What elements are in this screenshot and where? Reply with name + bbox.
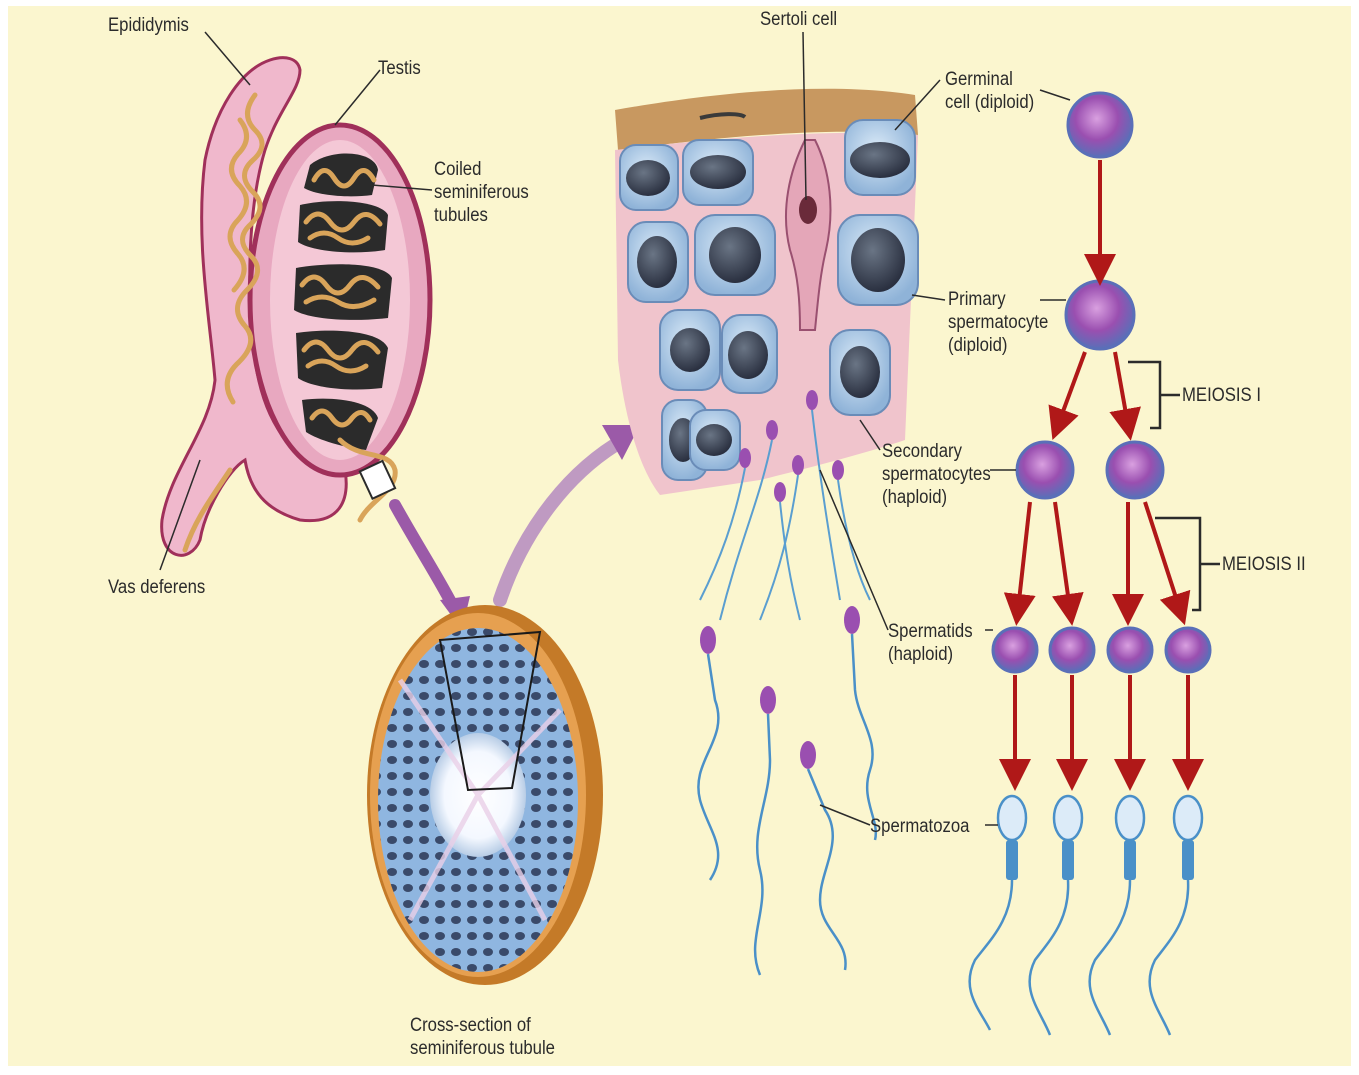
secondary-spermatocyte-2 — [1107, 442, 1163, 498]
secondary-spermatocytes-line-1: Secondary — [882, 440, 991, 463]
spermatid-2 — [1050, 628, 1094, 672]
coiled-tubules-line-1: Coiled — [434, 158, 529, 181]
label-sertoli-cell: Sertoli cell — [760, 8, 837, 31]
secondary-spermatocytes-line-2: spermatocytes — [882, 463, 991, 486]
secondary-spermatocytes-line-3: (haploid) — [882, 486, 991, 509]
coiled-tubules-line-2: seminiferous — [434, 181, 529, 204]
epididymis-text: Epididymis — [108, 14, 189, 37]
label-primary-spermatocyte: Primary spermatocyte (diploid) — [948, 288, 1048, 357]
spermatids-line-2: (haploid) — [888, 643, 973, 666]
germinal-cell-line-1: Germinal — [945, 68, 1034, 91]
primary-spermatocyte-line-1: Primary — [948, 288, 1048, 311]
primary-spermatocyte-line-2: spermatocyte — [948, 311, 1048, 334]
meiosis-2-text: MEIOSIS II — [1222, 553, 1306, 576]
cross-section — [367, 605, 603, 985]
spermatids-line-1: Spermatids — [888, 620, 973, 643]
spermatid-3 — [1108, 628, 1152, 672]
label-testis: Testis — [378, 57, 421, 80]
label-meiosis-2: MEIOSIS II — [1222, 553, 1306, 576]
spermatozoa-text: Spermatozoa — [870, 815, 969, 838]
secondary-spermatocyte-1 — [1017, 442, 1073, 498]
cross-section-line-2: seminiferous tubule — [410, 1037, 555, 1060]
label-cross-section: Cross-section of seminiferous tubule — [410, 1014, 555, 1060]
spermatid-1 — [993, 628, 1037, 672]
coiled-tubules-line-3: tubules — [434, 204, 529, 227]
label-epididymis: Epididymis — [108, 14, 189, 37]
label-meiosis-1: MEIOSIS I — [1182, 384, 1261, 407]
label-coiled-tubules: Coiled seminiferous tubules — [434, 158, 529, 227]
primary-spermatocyte-line-3: (diploid) — [948, 334, 1048, 357]
label-vas-deferens: Vas deferens — [108, 576, 205, 599]
label-germinal-cell: Germinal cell (diploid) — [945, 68, 1034, 114]
vas-deferens-text: Vas deferens — [108, 576, 205, 599]
cross-section-line-1: Cross-section of — [410, 1014, 555, 1037]
label-secondary-spermatocytes: Secondary spermatocytes (haploid) — [882, 440, 991, 509]
label-spermatozoa: Spermatozoa — [870, 815, 969, 838]
germinal-cell-line-2: cell (diploid) — [945, 91, 1034, 114]
spermatid-4 — [1166, 628, 1210, 672]
testis-text: Testis — [378, 57, 421, 80]
sertoli-cell-text: Sertoli cell — [760, 8, 837, 31]
label-spermatids: Spermatids (haploid) — [888, 620, 973, 666]
germinal-cell — [1068, 93, 1132, 157]
meiosis-1-text: MEIOSIS I — [1182, 384, 1261, 407]
primary-spermatocyte — [1066, 281, 1134, 349]
